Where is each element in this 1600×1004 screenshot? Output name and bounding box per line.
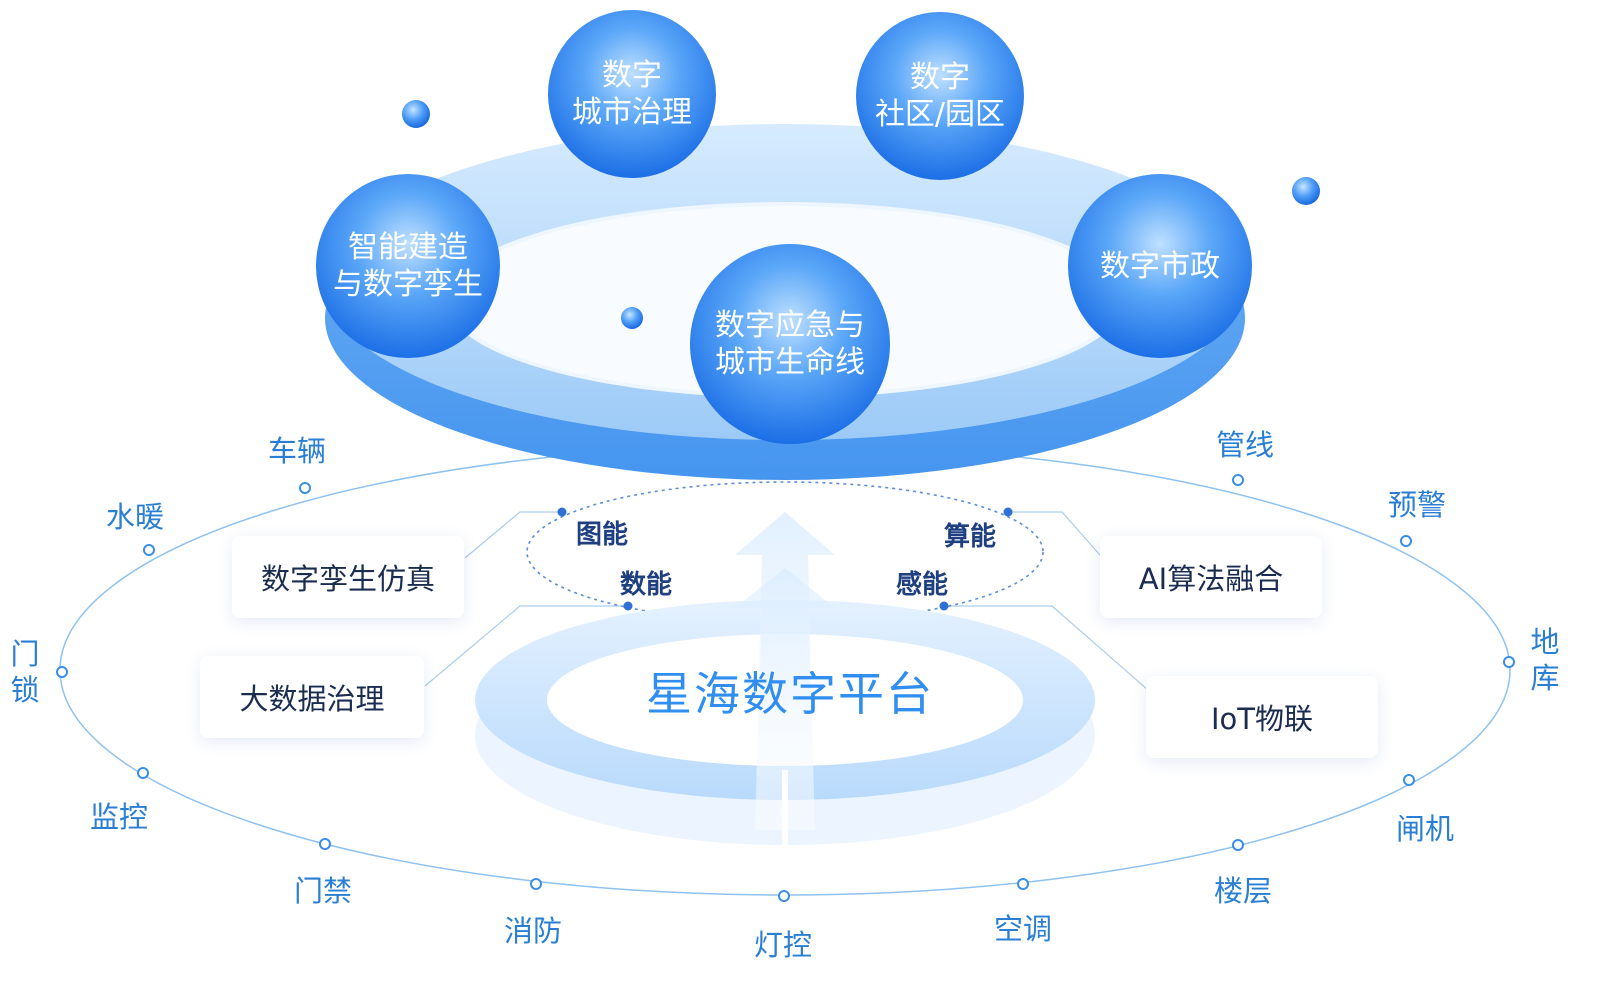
outer-ring-dot bbox=[1400, 535, 1412, 547]
capability-node bbox=[939, 601, 949, 611]
outer-ring-dot bbox=[778, 890, 790, 902]
outer-label: 预警 bbox=[1388, 488, 1447, 522]
connector-lines bbox=[424, 511, 1149, 691]
outer-label: 车辆 bbox=[268, 434, 327, 468]
outer-label: 门禁 bbox=[294, 874, 353, 908]
floating-dot bbox=[1292, 177, 1320, 205]
vertical-char: 锁 bbox=[10, 673, 40, 707]
outer-ring-dot bbox=[143, 544, 155, 556]
sphere-label-municipal: 数字市政 bbox=[1070, 246, 1250, 286]
tech-card-big-data: 大数据治理 bbox=[200, 656, 424, 738]
vertical-char: 库 bbox=[1530, 661, 1560, 695]
outer-label: 空调 bbox=[994, 912, 1053, 946]
outer-ring-dot bbox=[319, 838, 331, 850]
capability-node bbox=[623, 601, 633, 611]
capability-label: 数能 bbox=[620, 570, 673, 600]
sphere-label-line1: 数字 bbox=[910, 60, 970, 95]
sphere-label-line2: 城市治理 bbox=[572, 95, 692, 130]
outer-label-vertical: 门 锁 bbox=[8, 636, 42, 708]
capability-label: 算能 bbox=[944, 522, 997, 552]
outer-label: 水暖 bbox=[106, 500, 165, 534]
outer-ring-dots bbox=[56, 474, 1515, 902]
capability-node bbox=[1003, 507, 1013, 517]
outer-ring-dot bbox=[299, 482, 311, 494]
sphere-community-park bbox=[856, 12, 1024, 180]
sphere-label-city-governance: 数字 城市治理 bbox=[552, 54, 712, 134]
outer-label: 监控 bbox=[90, 800, 149, 834]
outer-ring-dot bbox=[137, 767, 149, 779]
tech-card-ai-algorithm: AI算法融合 bbox=[1100, 536, 1322, 618]
sphere-label-line1: 数字应急与 bbox=[715, 308, 865, 343]
connector-bigdata-to-shuneng bbox=[424, 605, 628, 687]
sphere-city-governance bbox=[548, 10, 716, 178]
floating-dot bbox=[621, 307, 643, 329]
capability-ellipse bbox=[526, 481, 1044, 623]
tech-card-digital-twin: 数字孪生仿真 bbox=[232, 536, 464, 618]
connector-ganneng-to-iot bbox=[944, 605, 1149, 691]
outer-label: 管线 bbox=[1216, 428, 1275, 462]
sphere-label-emergency: 数字应急与 城市生命线 bbox=[700, 304, 880, 384]
sphere-label-line1: 数字市政 bbox=[1100, 248, 1220, 284]
outer-label: 楼层 bbox=[1214, 874, 1273, 908]
sphere-label-line2: 社区/园区 bbox=[874, 97, 1006, 132]
sphere-label-line2: 城市生命线 bbox=[715, 345, 865, 380]
outer-ring-dot bbox=[530, 878, 542, 890]
sphere-emergency bbox=[690, 244, 890, 444]
application-ring bbox=[325, 124, 1245, 480]
sphere-group bbox=[316, 10, 1252, 444]
connector-suanneng-to-ai bbox=[1008, 511, 1101, 556]
tech-card-iot: IoT物联 bbox=[1146, 676, 1378, 758]
sphere-label-line2: 与数字孪生 bbox=[333, 267, 483, 302]
sphere-label-line1: 智能建造 bbox=[348, 230, 468, 265]
capability-nodes bbox=[557, 507, 1013, 611]
outer-ring-dot bbox=[1503, 656, 1515, 668]
floating-dot bbox=[402, 100, 430, 128]
outer-label: 灯控 bbox=[754, 928, 813, 962]
capability-label: 感能 bbox=[896, 570, 949, 600]
sphere-municipal bbox=[1068, 174, 1252, 358]
outer-label: 闸机 bbox=[1396, 812, 1455, 846]
vertical-char: 门 bbox=[10, 637, 40, 671]
sphere-label-line1: 数字 bbox=[602, 58, 662, 93]
upward-arrows bbox=[735, 512, 835, 830]
outer-ring-dot bbox=[1403, 774, 1415, 786]
outer-ring-dot bbox=[1232, 474, 1244, 486]
capability-node bbox=[557, 507, 567, 517]
sphere-label-community-park: 数字 社区/园区 bbox=[860, 56, 1020, 136]
sphere-label-smart-construction: 智能建造 与数字孪生 bbox=[318, 226, 498, 306]
outer-label: 消防 bbox=[504, 914, 563, 948]
outer-ring-dot bbox=[1232, 839, 1244, 851]
outer-ring-dot bbox=[56, 666, 68, 678]
vertical-char: 地 bbox=[1530, 625, 1560, 659]
sphere-smart-construction bbox=[316, 174, 500, 358]
outer-ring-dot bbox=[1017, 878, 1029, 890]
outer-label-vertical: 地 库 bbox=[1528, 624, 1562, 696]
platform-title: 星海数字平台 bbox=[646, 667, 934, 721]
floating-dots bbox=[402, 100, 1320, 329]
capability-label: 图能 bbox=[576, 520, 629, 550]
connector-twin-to-tuneng bbox=[464, 511, 562, 559]
